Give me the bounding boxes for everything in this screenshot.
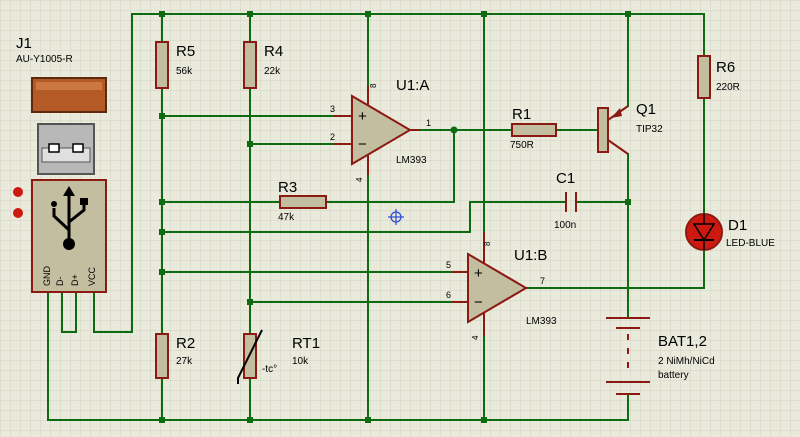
u1b-pin-7: 7 (540, 276, 545, 286)
bat-ref: BAT1,2 (658, 333, 707, 350)
u1a-pin-3: 3 (330, 104, 335, 114)
usb-pin-vcc: VCC (87, 266, 97, 286)
u1b-pin-8: 8 (483, 241, 492, 246)
r3-ref: R3 (278, 179, 297, 196)
led-d1[interactable]: D1 LED-BLUE (685, 213, 775, 251)
u1a-plus-sign: + (358, 108, 367, 125)
r4-ref: R4 (264, 43, 283, 60)
junctions (159, 11, 631, 423)
usb-pin-dplus: D+ (70, 274, 80, 286)
u1b-plus-sign: + (474, 265, 483, 282)
transistor-q1[interactable]: Q1 TIP32 (597, 101, 663, 155)
u1a-pin-1: 1 (426, 118, 431, 128)
r2-value: 27k (176, 356, 193, 367)
u1b-pin-4: 4 (471, 335, 480, 340)
bat-line1: 2 NiMh/NiCd (658, 356, 715, 367)
wires (47, 13, 705, 421)
c1-value: 100n (554, 220, 576, 231)
u1b-ref: U1:B (514, 247, 547, 264)
j1-usb-connector[interactable]: J1 AU-Y1005-R GND D- D+ VCC (13, 35, 107, 293)
u1b-minus-sign: − (474, 294, 483, 311)
r3-value: 47k (278, 212, 295, 223)
d1-part: LED-BLUE (726, 238, 775, 249)
usb-icon (51, 186, 88, 250)
r5-value: 56k (176, 66, 193, 77)
r2-ref: R2 (176, 335, 195, 352)
usb-pin-gnd: GND (42, 266, 52, 287)
q1-part: TIP32 (636, 124, 663, 135)
capacitor-c1[interactable]: C1 100n (554, 170, 577, 231)
r1-ref: R1 (512, 106, 531, 123)
u1a-part: LM393 (396, 155, 427, 166)
resistor-r4[interactable]: R4 22k (243, 41, 283, 89)
c1-ref: C1 (556, 170, 575, 187)
j1-part: AU-Y1005-R (16, 54, 73, 65)
thermistor-rt1[interactable]: -tc° RT1 10k (237, 329, 320, 384)
u1b-part: LM393 (526, 316, 557, 327)
rt1-ref: RT1 (292, 335, 320, 352)
resistor-r3[interactable]: R3 47k (278, 179, 327, 223)
u1a-pin-2: 2 (330, 132, 335, 142)
resistor-r1[interactable]: R1 750R (510, 106, 557, 151)
bat-line2: battery (658, 370, 689, 381)
rt1-value: 10k (292, 356, 309, 367)
rt1-tc: -tc° (262, 364, 277, 375)
q1-ref: Q1 (636, 101, 656, 118)
r4-value: 22k (264, 66, 281, 77)
u1a-ref: U1:A (396, 77, 429, 94)
d1-ref: D1 (728, 217, 747, 234)
r1-value: 750R (510, 140, 534, 151)
usb-pin-labels: GND D- D+ VCC (42, 266, 97, 287)
r6-value: 220R (716, 82, 740, 93)
opamp-u1a[interactable]: + − 3 2 1 8 4 U1:A LM393 (330, 77, 431, 182)
usb-pin-dminus: D- (55, 277, 65, 287)
u1b-pin-6: 6 (446, 290, 451, 300)
resistor-r2[interactable]: R2 27k (155, 333, 195, 379)
resistor-r6[interactable]: R6 220R (697, 55, 740, 99)
mount-hole-icon (13, 208, 23, 218)
u1a-pin-4: 4 (355, 177, 364, 182)
j1-ref: J1 (16, 35, 32, 52)
r5-ref: R5 (176, 43, 195, 60)
r6-ref: R6 (716, 59, 735, 76)
crosshair-cursor-icon (388, 209, 404, 225)
opamp-u1b[interactable]: + − 5 6 7 8 4 U1:B LM393 (446, 232, 557, 340)
mount-hole-icon (13, 187, 23, 197)
battery-bat12[interactable]: BAT1,2 2 NiMh/NiCd battery (606, 317, 715, 395)
u1a-pin-8: 8 (369, 83, 378, 88)
resistor-r5[interactable]: R5 56k (155, 41, 195, 89)
u1b-pin-5: 5 (446, 260, 451, 270)
u1a-minus-sign: − (358, 136, 367, 153)
